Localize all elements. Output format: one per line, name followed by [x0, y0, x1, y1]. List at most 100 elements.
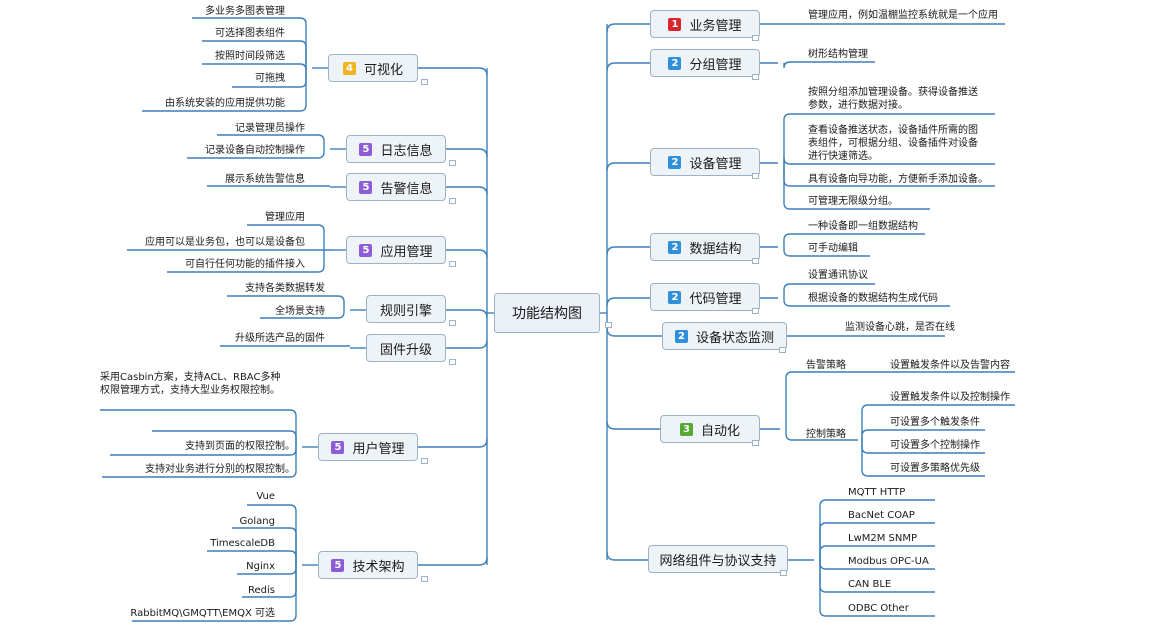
leaf-underline — [783, 247, 870, 257]
leaf-note: 管理应用 — [265, 212, 305, 223]
topic-wangluo[interactable]: 网络组件与协议支持 — [648, 545, 788, 573]
leaf-note: MQTT HTTP — [848, 487, 906, 498]
topic-gujian[interactable]: 固件升级 — [366, 334, 446, 362]
group-link — [785, 429, 858, 441]
collapse-toggle-icon[interactable] — [449, 320, 456, 326]
leaf-note: 可选择图表组件 — [215, 28, 285, 39]
group-link — [785, 371, 858, 429]
collapse-toggle-icon[interactable] — [449, 160, 456, 166]
leaf-note: 可设置多个控制操作 — [890, 440, 980, 451]
leaf-note: 可管理无限级分组。 — [808, 196, 898, 207]
leaf-note: 按照分组添加管理设备。获得设备推送参数，进行数据对接。 — [808, 87, 978, 111]
collapse-toggle-icon[interactable] — [779, 347, 786, 353]
leaf-note: BacNet COAP — [848, 510, 915, 521]
central-topic[interactable]: 功能结构图 — [494, 293, 600, 333]
leaf-note: 多业务多图表管理 — [205, 6, 285, 17]
priority-badge-icon: 2 — [674, 329, 688, 343]
leaf-underline — [783, 283, 875, 298]
priority-badge-icon: 5 — [331, 558, 345, 572]
topic-link — [606, 551, 648, 561]
leaf-underline — [227, 295, 345, 310]
collapse-toggle-icon[interactable] — [421, 79, 428, 85]
leaf-underline — [783, 233, 925, 247]
topic-label: 规则引擎 — [379, 303, 432, 319]
collapse-toggle-icon[interactable] — [752, 173, 759, 179]
leaf-note: 展示系统告警信息 — [225, 174, 305, 185]
topic-link — [446, 186, 488, 196]
leaf-underline — [102, 447, 297, 478]
topic-link — [446, 148, 488, 158]
topic-guize[interactable]: 规则引擎 — [366, 295, 446, 323]
topic-link — [606, 420, 660, 430]
collapse-toggle-icon[interactable] — [421, 458, 428, 464]
priority-badge-icon: 5 — [359, 180, 373, 194]
collapse-toggle-icon[interactable] — [605, 322, 612, 328]
leaf-note: 升级所选产品的固件 — [235, 333, 325, 344]
collapse-toggle-icon[interactable] — [449, 359, 456, 365]
topic-link — [606, 246, 650, 256]
leaf-note: 告警策略 — [806, 360, 846, 371]
leaf-underline — [861, 404, 1015, 440]
collapse-toggle-icon[interactable] — [449, 261, 456, 267]
leaf-underline — [202, 63, 307, 71]
collapse-toggle-icon[interactable] — [752, 258, 759, 264]
leaf-note: RabbitMQ\GMQTT\EMQX 可选 — [130, 608, 275, 619]
leaf-underline — [202, 40, 307, 68]
leaf-note: Redis — [248, 585, 275, 596]
collapse-toggle-icon[interactable] — [421, 576, 428, 582]
leaf-note: 可设置多个触发条件 — [890, 417, 980, 428]
priority-badge-icon: 3 — [679, 422, 693, 436]
priority-badge-icon: 2 — [668, 240, 682, 254]
leaf-note: 可拖拽 — [255, 73, 285, 84]
topic-shuju[interactable]: 2 数据结构 — [650, 233, 760, 261]
topic-link — [606, 62, 650, 72]
collapse-toggle-icon[interactable] — [752, 440, 759, 446]
leaf-underline — [783, 61, 875, 69]
collapse-toggle-icon[interactable] — [752, 308, 759, 314]
topic-link — [606, 327, 662, 337]
topic-link — [606, 297, 650, 307]
leaf-underline — [861, 440, 985, 477]
leaf-note: 树形结构管理 — [808, 49, 868, 60]
topic-link — [606, 162, 650, 172]
topic-label: 分组管理 — [689, 57, 742, 73]
collapse-toggle-icon[interactable] — [752, 35, 759, 41]
leaf-note: TimescaleDB — [210, 538, 275, 549]
leaf-underline — [783, 163, 930, 210]
leaf-note: 一种设备即一组数据结构 — [808, 221, 918, 232]
leaf-underline — [142, 68, 307, 112]
leaf-underline — [819, 522, 935, 560]
leaf-note: 支持对业务进行分别的权限控制。 — [145, 464, 295, 475]
leaf-underline — [783, 157, 995, 165]
leaf-underline — [247, 224, 325, 250]
leaf-note: Nginx — [246, 561, 275, 572]
topic-label: 数据结构 — [689, 241, 742, 257]
leaf-note: 由系统安装的应用提供功能 — [165, 98, 285, 109]
topic-link — [418, 438, 488, 448]
collapse-toggle-icon[interactable] — [449, 198, 456, 204]
topic-label: 网络组件与协议支持 — [659, 553, 777, 569]
leaf-note: 设置触发条件以及告警内容 — [890, 360, 1010, 371]
collapse-toggle-icon[interactable] — [780, 570, 787, 576]
leaf-underline — [247, 504, 297, 565]
leaf-underline — [167, 250, 325, 273]
leaf-note: 按照时间段筛选 — [215, 51, 285, 62]
topic-label: 应用管理 — [380, 244, 433, 260]
collapse-toggle-icon[interactable] — [752, 74, 759, 80]
leaf-note: 可手动编辑 — [808, 243, 858, 254]
leaf-note: 可设置多策略优先级 — [890, 463, 980, 474]
